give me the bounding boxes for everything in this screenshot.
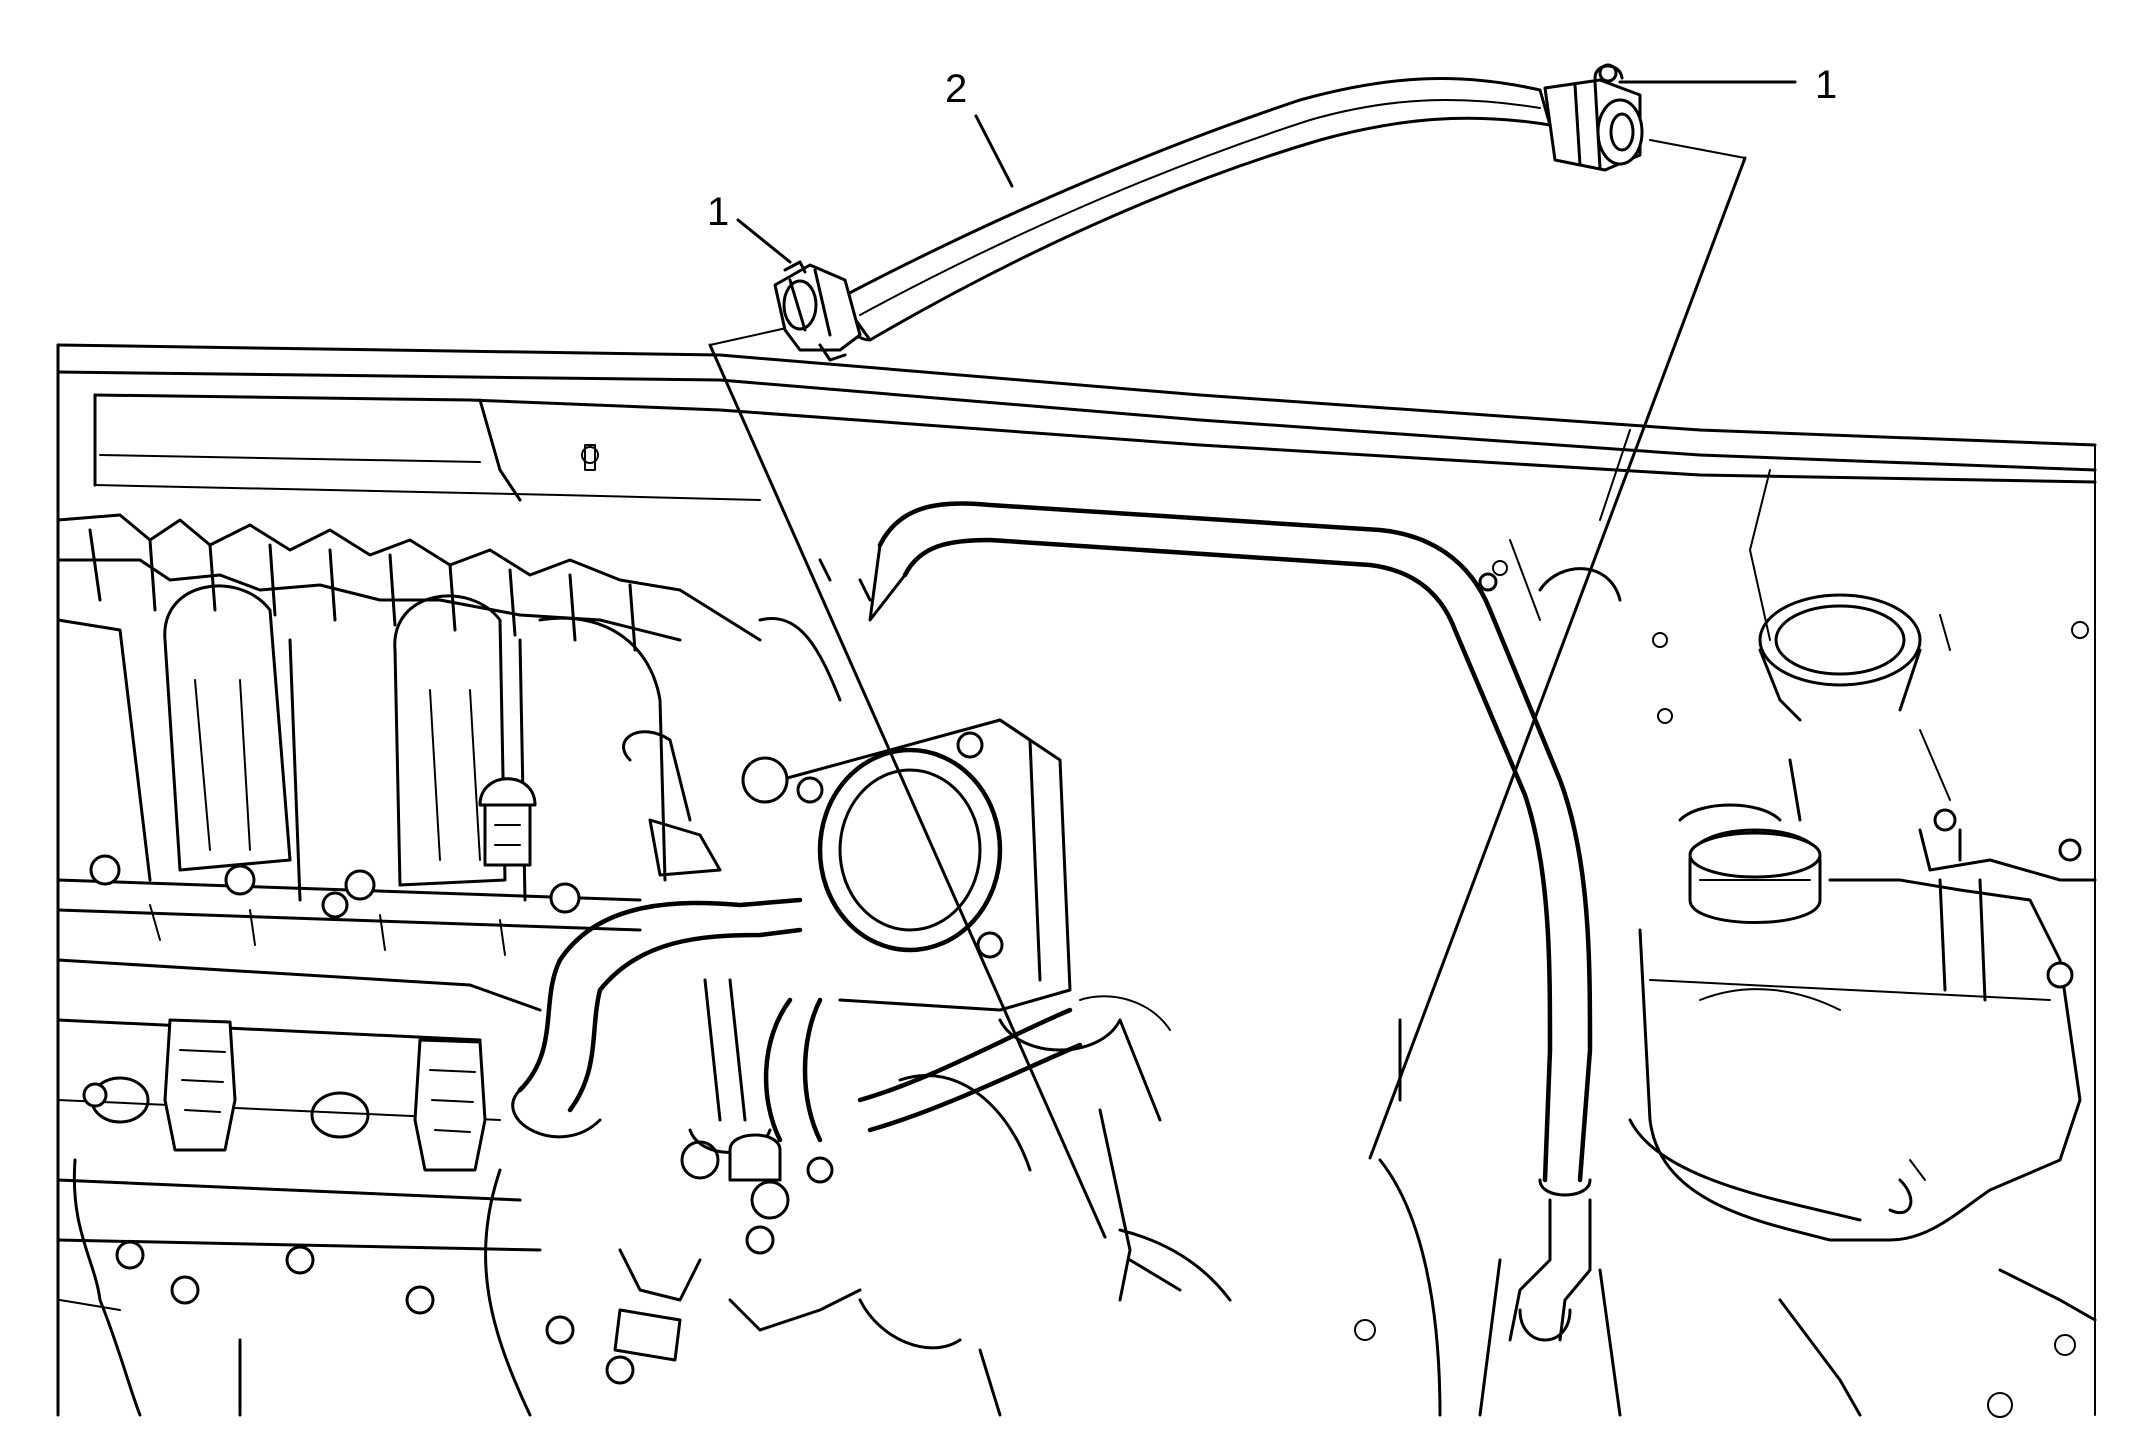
callout-leader-hose	[974, 114, 1014, 188]
cylinder-head	[56, 958, 834, 1417]
coolant-reservoir	[1354, 593, 2097, 1418]
callout-label-clamp-right: 1	[1815, 63, 1837, 107]
heater-hose	[838, 77, 1552, 342]
heater-hose-loop	[868, 501, 1622, 1417]
hose-clamp-left	[773, 260, 862, 362]
throttle-body	[511, 558, 1232, 1417]
callout-leader-clamp-left	[736, 218, 792, 264]
intake-manifold	[56, 513, 762, 956]
callout-group: 1 2 1	[707, 63, 1837, 264]
hose-clamp-right	[1543, 63, 1644, 172]
callout-label-clamp-left: 1	[707, 190, 729, 234]
callout-label-hose: 2	[945, 67, 967, 111]
engine-bay	[56, 343, 2097, 1418]
